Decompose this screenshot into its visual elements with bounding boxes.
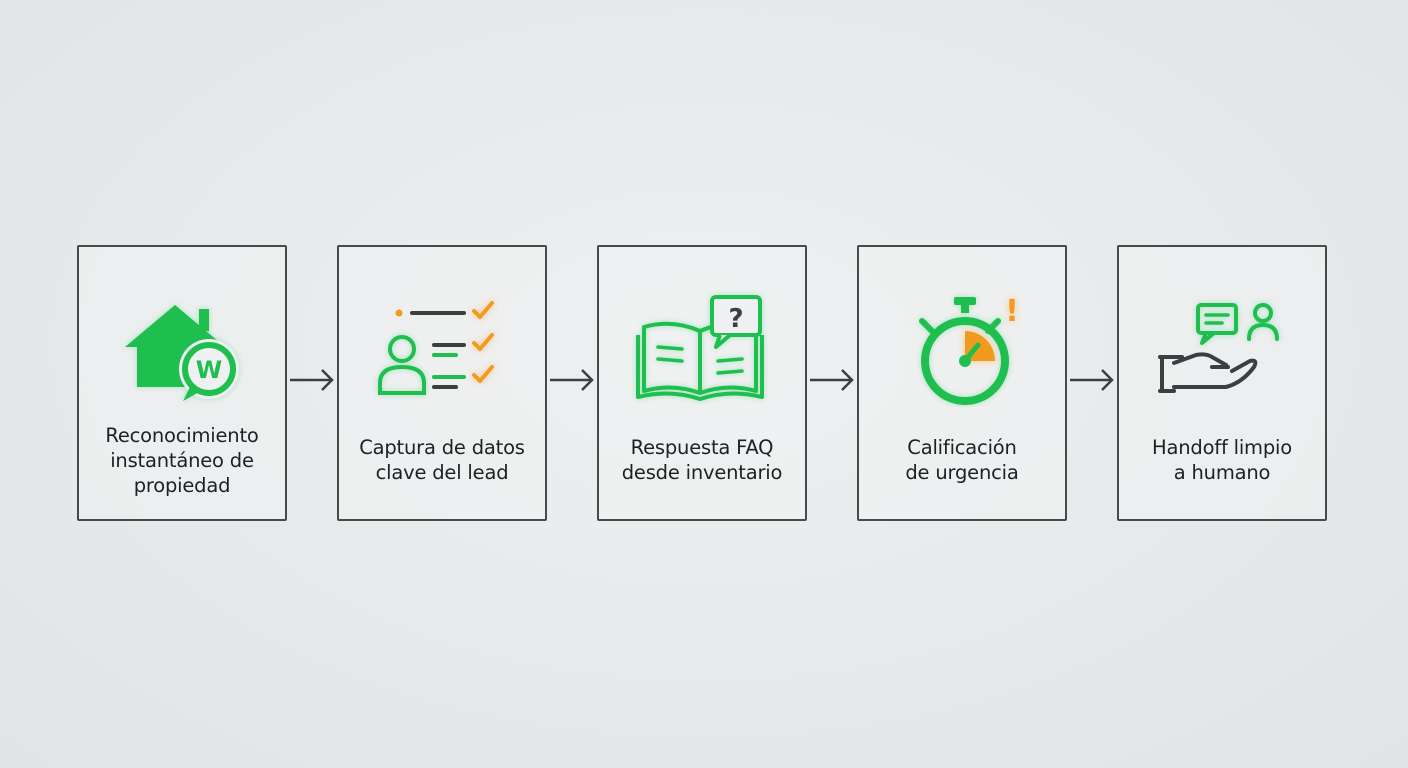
step-human-handoff: Handoff limpio a humano xyxy=(1117,245,1327,521)
alert-mark: ! xyxy=(1005,294,1019,329)
hand-chat-person-icon xyxy=(1119,287,1324,407)
step-label: Reconocimiento instantáneo de propiedad xyxy=(105,424,259,497)
step-property-recognition: W Reconocimiento instantáneo de propieda… xyxy=(77,245,287,521)
arrow-right-icon xyxy=(810,369,854,391)
step-lead-capture: Captura de datos clave del lead xyxy=(337,245,547,521)
stopwatch-alert-icon: ! xyxy=(859,287,1064,407)
arrow-right-icon xyxy=(290,369,334,391)
user-checklist-icon xyxy=(339,287,544,407)
step-faq-response: ? Respuesta FAQ desde inventario xyxy=(597,245,807,521)
whatsapp-badge-letter: W xyxy=(195,356,221,384)
arrow-right-icon xyxy=(1070,369,1114,391)
step-label: Captura de datos clave del lead xyxy=(359,436,525,484)
step-label: Respuesta FAQ desde inventario xyxy=(621,436,783,484)
step-urgency-qualification: ! Calificación de urgencia xyxy=(857,245,1067,521)
book-question-icon: ? xyxy=(599,287,804,407)
arrow-right-icon xyxy=(550,369,594,391)
house-whatsapp-icon: W xyxy=(79,287,284,407)
step-label: Handoff limpio a humano xyxy=(1152,436,1292,484)
step-label: Calificación de urgencia xyxy=(905,436,1019,484)
question-mark: ? xyxy=(728,304,743,334)
